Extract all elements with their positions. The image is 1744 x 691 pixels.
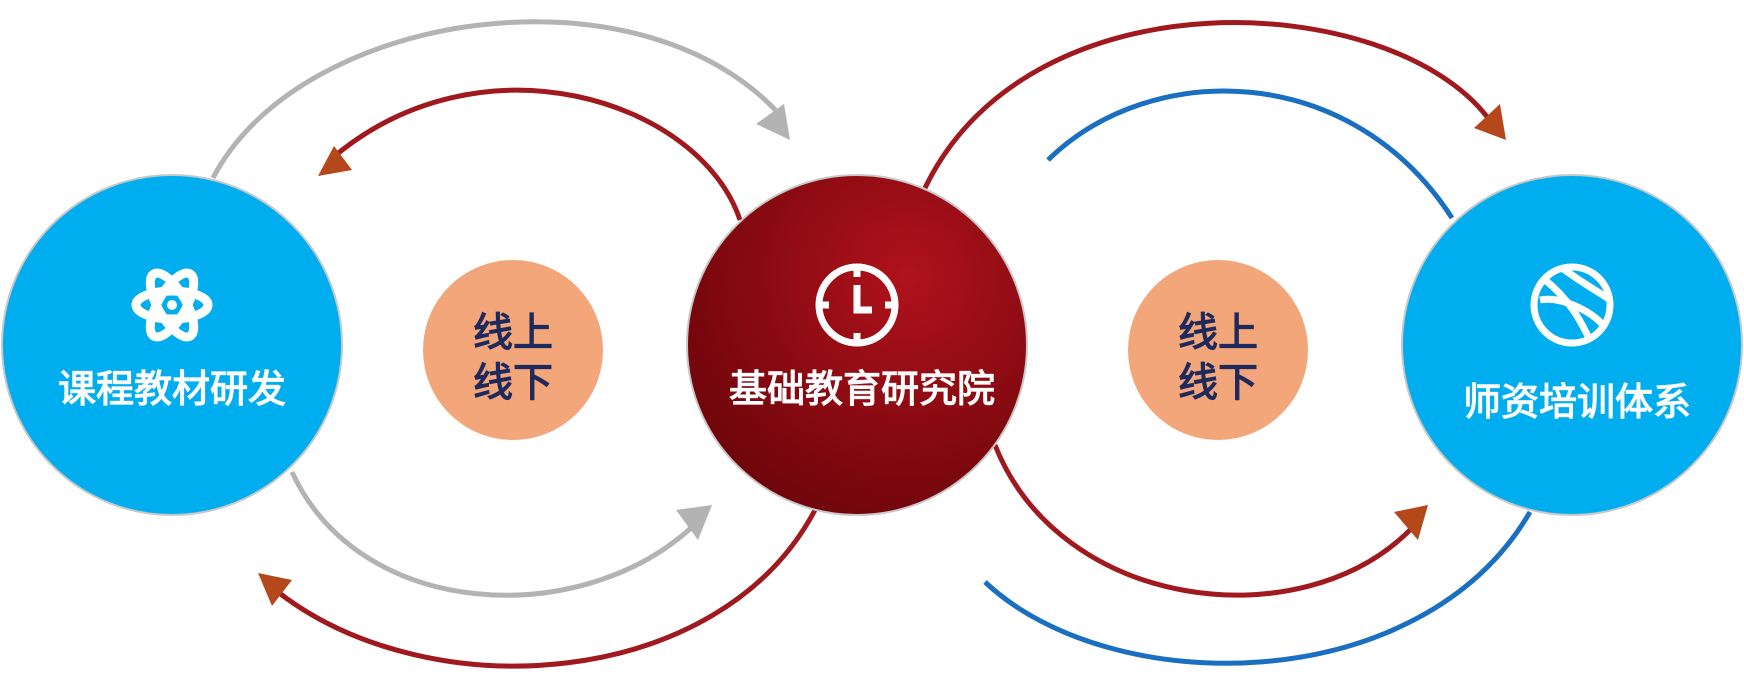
node-teacher-training: 师资培训体系	[1401, 174, 1743, 516]
node-teacher-training-label: 师资培训体系	[1463, 380, 1691, 424]
connector-left: 线上 线下	[423, 260, 603, 440]
connector-left-line1: 线上	[473, 310, 553, 356]
red-arrowhead-bottom-right	[1394, 505, 1428, 540]
connector-right-line2: 线下	[1178, 360, 1258, 406]
clock-icon	[815, 263, 899, 347]
gray-arc-top	[210, 19, 782, 180]
atom-icon	[131, 268, 213, 342]
basketball-icon	[1530, 263, 1614, 347]
node-curriculum: 课程教材研发	[1, 174, 343, 516]
gray-arrowhead-top	[756, 104, 790, 140]
connector-right: 线上 线下	[1128, 260, 1308, 440]
connector-left-line2: 线下	[473, 360, 553, 406]
blue-arc-top	[1046, 88, 1455, 220]
node-institute-label: 基础教育研究院	[729, 367, 995, 411]
red-arrowhead-bottom-left	[258, 573, 292, 606]
red-arc-bottom-right	[992, 444, 1412, 598]
gray-arc-bottom	[289, 470, 694, 598]
node-institute: 基础教育研究院	[686, 174, 1028, 516]
red-arc-top-right	[922, 20, 1490, 190]
red-arrowhead-top-right	[1474, 104, 1506, 140]
red-arc-bottom-left	[276, 508, 818, 669]
red-arc-top-left	[328, 87, 743, 221]
gray-arrowhead-bottom	[676, 505, 712, 540]
red-arrowhead-top-left	[318, 146, 352, 176]
blue-arc-bottom	[983, 510, 1533, 666]
node-curriculum-label: 课程教材研发	[58, 367, 286, 411]
connector-right-line1: 线上	[1178, 310, 1258, 356]
